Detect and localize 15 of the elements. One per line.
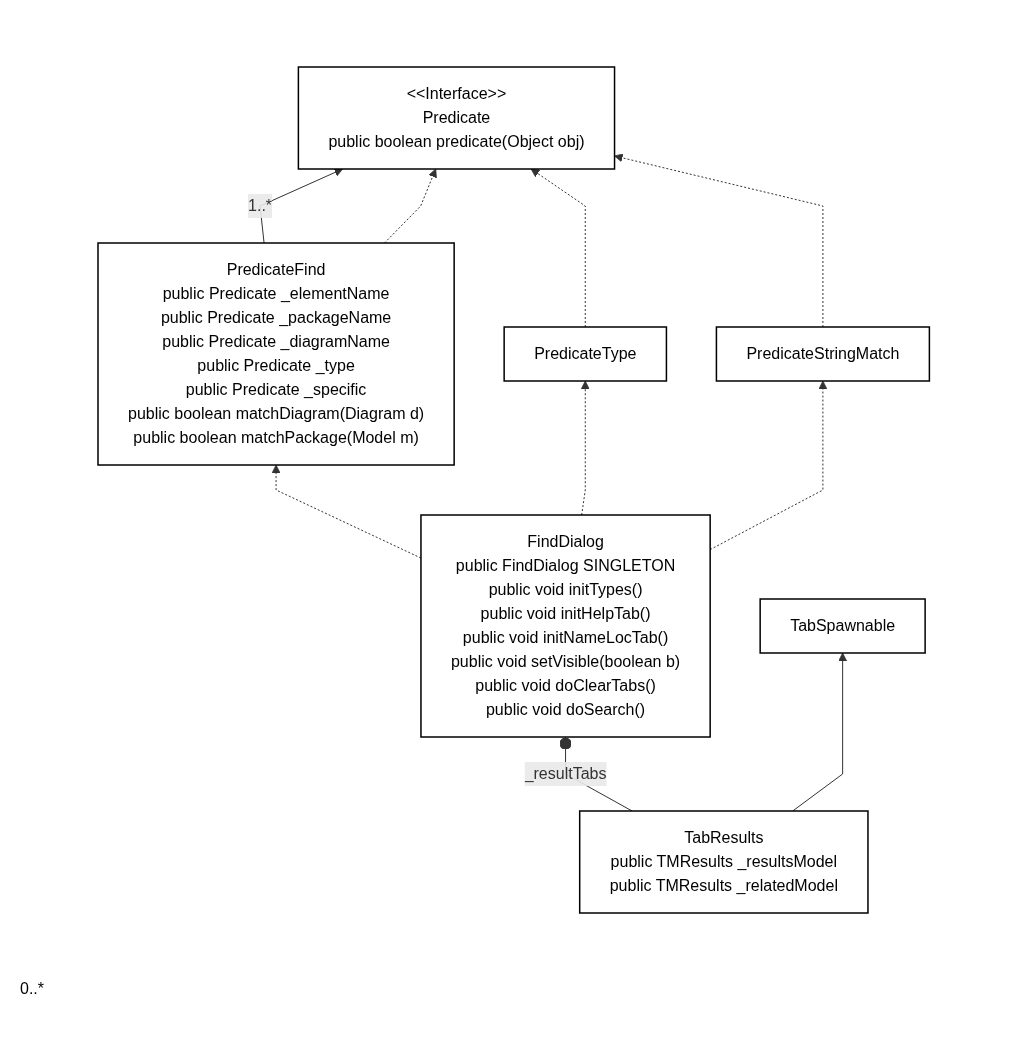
node-box: TabResults public TMResults _resultsModel public TMResults _relatedModel — [579, 810, 869, 914]
edge-label: 1..* — [248, 197, 273, 214]
arrow — [531, 168, 587, 328]
arrow — [384, 168, 438, 244]
node-box: <<Interface>> Predicate public boolean predicate(Object obj) — [297, 66, 616, 170]
arrow — [792, 652, 848, 812]
node-box: PredicateFind public Predicate _elementName public Predicate _packageName public Predicate _diagramName public Predicate _type public Predicate _specific public boolean matchDiagram(Diagram d) public boolean matchPackage(Model m) — [97, 242, 456, 466]
edge-label: _resultTabs — [524, 765, 607, 782]
arrow — [614, 153, 824, 328]
node-box: PredicateType — [503, 326, 668, 382]
arrow — [581, 380, 590, 516]
node-box: TabSpawnable — [759, 598, 927, 654]
node-box: PredicateStringMatch — [715, 326, 931, 382]
multiplicity-label: 0..* — [20, 980, 44, 997]
node-box: FindDialog public FindDialog SINGLETON public void initTypes() public void initHelpTab() public void initNameLocTab() public void setVisible(boolean b) public void doClearTabs() public void doSearch() — [420, 514, 712, 738]
